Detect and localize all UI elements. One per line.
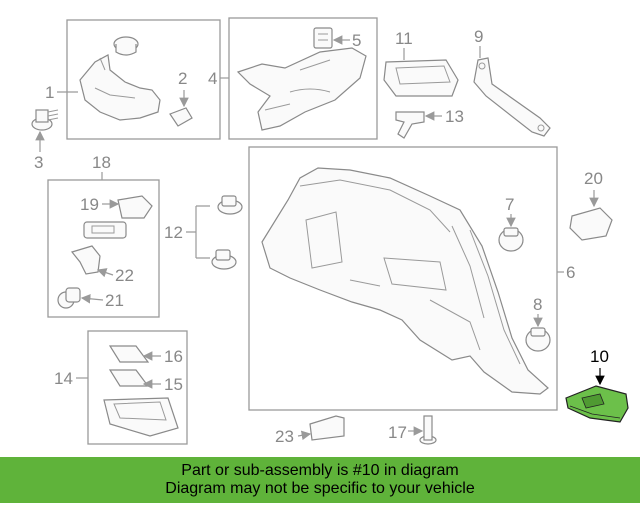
callout-15: 15 — [164, 375, 183, 394]
group-box-part-14 — [87, 330, 188, 445]
cover-part-20[interactable] — [569, 207, 613, 241]
callout-14: 14 — [54, 369, 73, 388]
trim-panel-part-4[interactable] — [236, 47, 367, 131]
leader-23 — [297, 430, 312, 441]
highlighted-part-10[interactable] — [565, 385, 629, 423]
leader-22 — [96, 268, 114, 278]
callout-4: 4 — [208, 69, 217, 88]
pad-part-15[interactable] — [108, 369, 150, 387]
callout-6: 6 — [566, 263, 575, 282]
callout-16: 16 — [164, 347, 183, 366]
callout-5: 5 — [352, 31, 361, 50]
group-box-part-18 — [47, 179, 160, 318]
pushpin-part-17[interactable] — [419, 415, 437, 445]
callout-8: 8 — [533, 295, 542, 314]
clip-part-5[interactable] — [313, 27, 333, 49]
callout-19: 19 — [80, 195, 99, 214]
leader-12 — [186, 205, 210, 259]
tray-part-14[interactable] — [103, 397, 179, 437]
leader-21 — [80, 294, 104, 304]
screw-part-3[interactable] — [31, 109, 59, 131]
cap-part-19[interactable] — [117, 195, 153, 219]
clip-part-7[interactable] — [498, 227, 524, 252]
bezel-part-unlabeled[interactable] — [83, 221, 127, 239]
clip-part-8[interactable] — [525, 327, 551, 352]
callout-17: 17 — [388, 423, 407, 442]
callout-21: 21 — [105, 291, 124, 310]
clip-part-2[interactable] — [169, 107, 193, 127]
callout-22: 22 — [115, 266, 134, 285]
parts-diagram: 1 2 3 4 5 11 13 9 18 — [31, 17, 629, 446]
callout-12: 12 — [164, 223, 183, 242]
callout-23: 23 — [275, 427, 294, 446]
plug-part-21[interactable] — [57, 287, 81, 309]
callout-11: 11 — [395, 29, 413, 48]
banner-line-2: Diagram may not be specific to your vehi… — [165, 480, 475, 497]
group-box-part-1 — [66, 19, 221, 140]
bracket-part-9[interactable] — [473, 57, 551, 137]
retainer-part-13[interactable] — [395, 111, 425, 139]
tray-part-11[interactable] — [383, 59, 459, 97]
callout-2: 2 — [178, 69, 187, 88]
callout-3: 3 — [34, 153, 43, 172]
callout-20: 20 — [584, 169, 603, 188]
trim-bracket-part-1[interactable] — [79, 54, 161, 121]
callout-1: 1 — [45, 83, 54, 102]
group-box-part-6 — [248, 146, 558, 411]
clip-top-part[interactable] — [113, 36, 139, 56]
hook-part-22[interactable] — [70, 245, 101, 275]
pad-part-16[interactable] — [108, 345, 150, 363]
callout-18: 18 — [92, 153, 111, 172]
callout-9: 9 — [474, 27, 483, 46]
info-banner: Part or sub-assembly is #10 in diagram D… — [0, 457, 640, 503]
callout-10: 10 — [590, 347, 609, 366]
fastener-part-12-upper[interactable] — [217, 195, 243, 215]
callout-13: 13 — [445, 107, 464, 126]
bracket-part-23[interactable] — [309, 415, 345, 441]
callout-7: 7 — [505, 195, 514, 214]
quarter-trim-panel-part-6[interactable] — [261, 167, 549, 395]
fastener-part-12-lower[interactable] — [211, 249, 237, 270]
banner-line-1: Part or sub-assembly is #10 in diagram — [181, 462, 459, 479]
